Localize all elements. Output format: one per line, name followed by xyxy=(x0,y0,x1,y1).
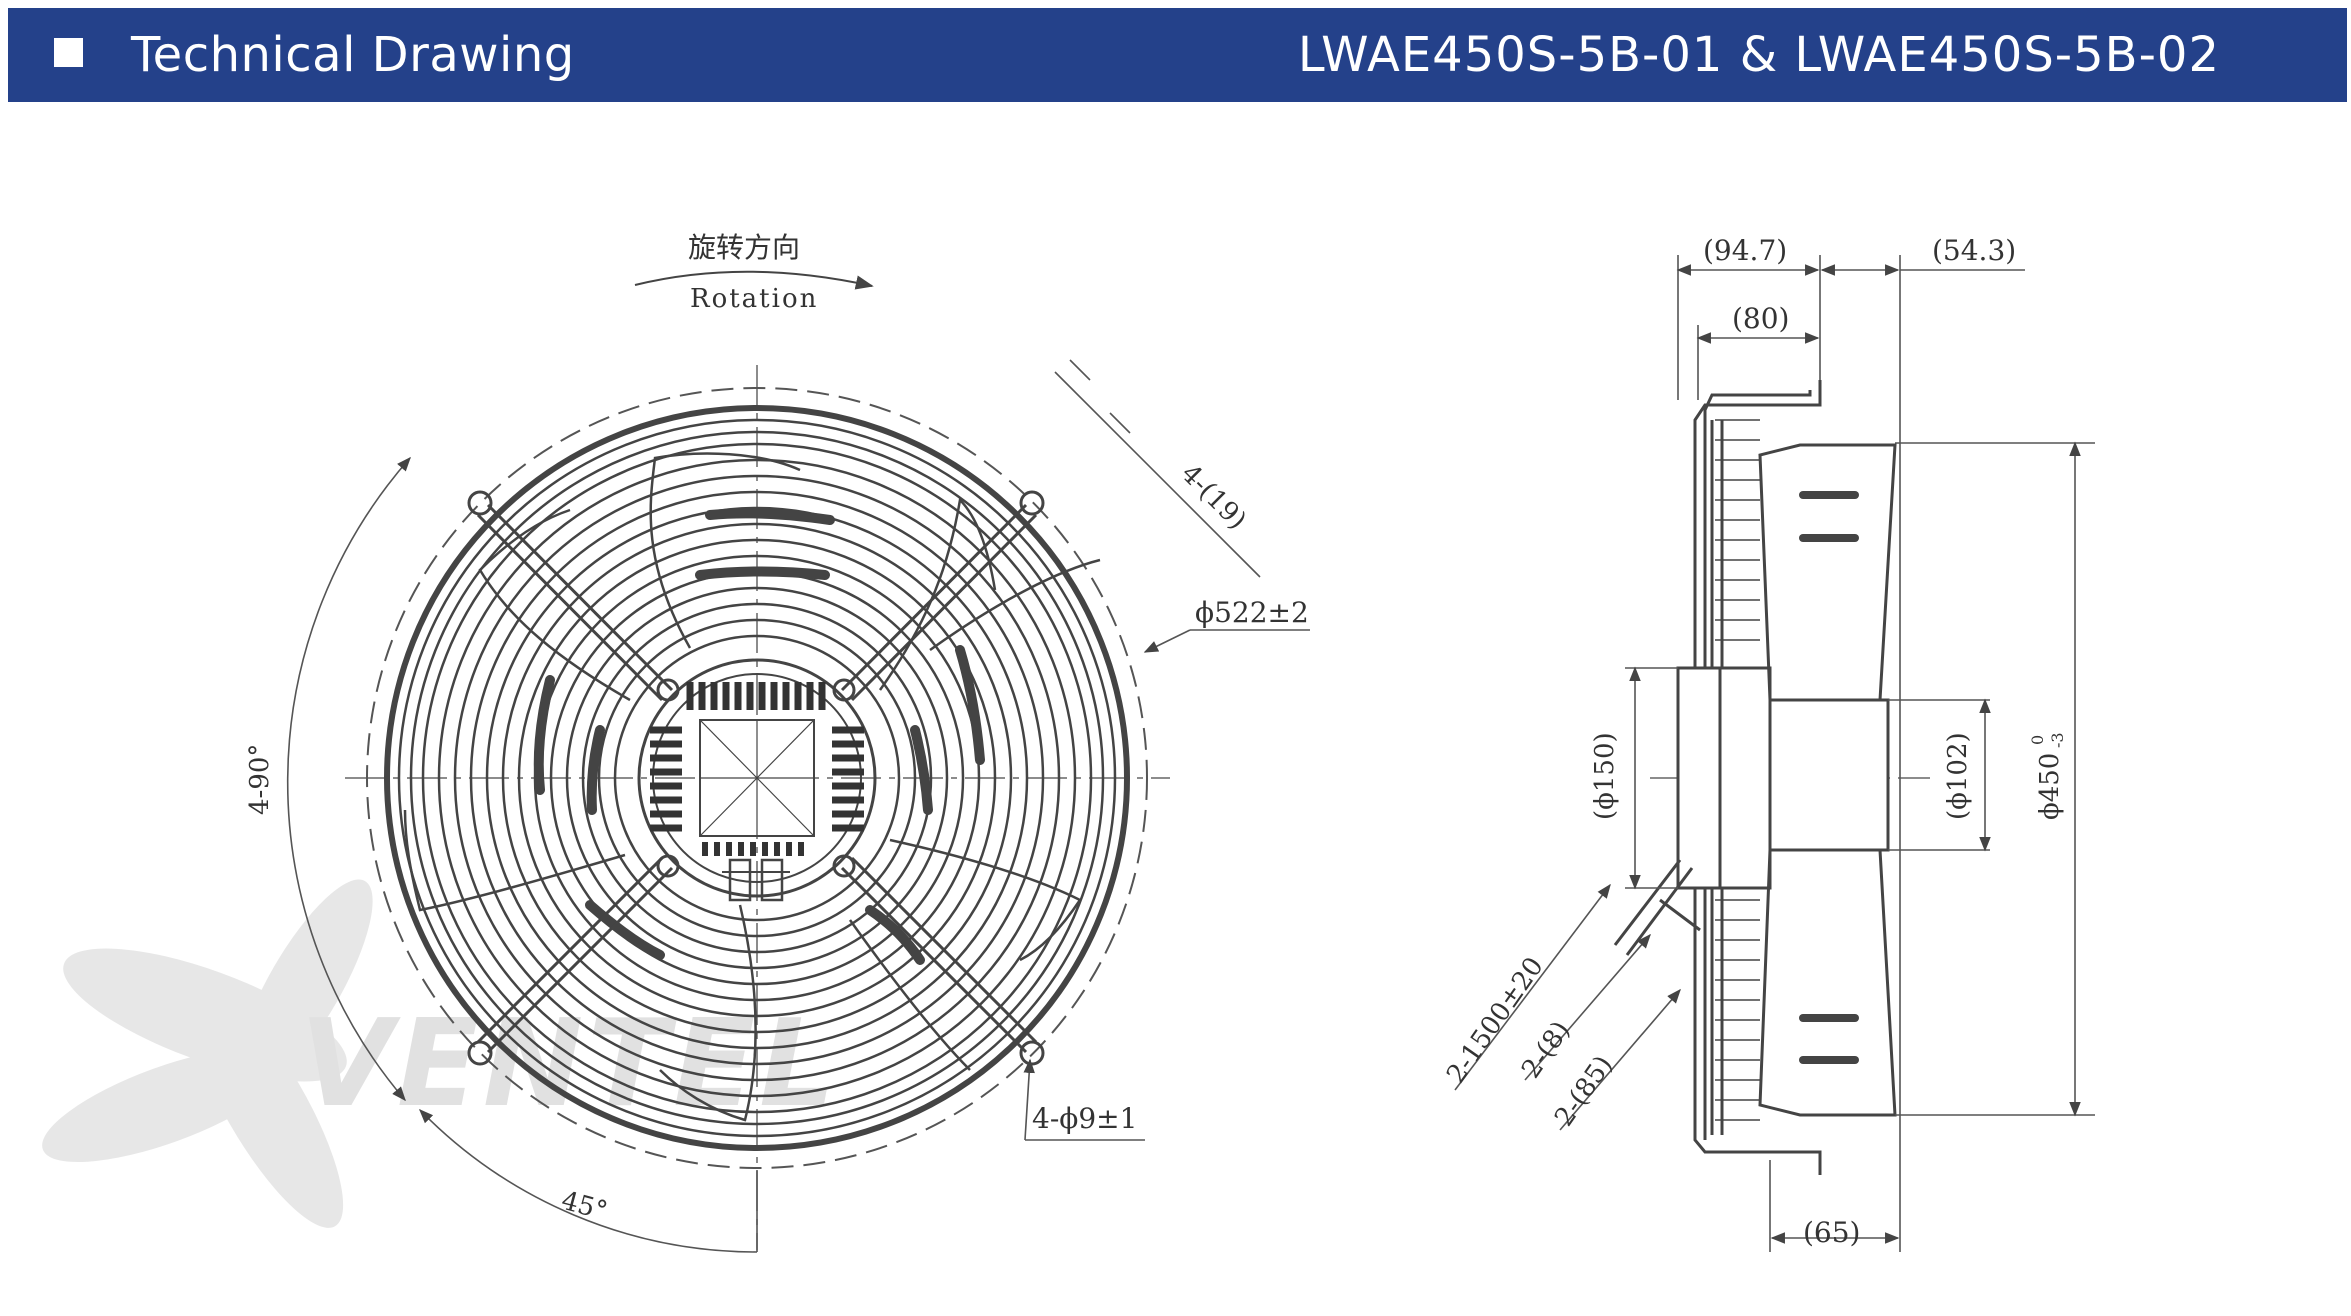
dim-mount-holes-text: 4-ϕ9±1 xyxy=(1032,1102,1137,1135)
dim-guard-diameter-text: ϕ522±2 xyxy=(1195,596,1309,629)
blade-profile xyxy=(1758,443,1897,1117)
dim-450-tol-upper: 0 xyxy=(2028,735,2047,745)
dim-85-text: 2-(85) xyxy=(1549,1050,1619,1132)
header-bullet-square xyxy=(54,38,83,67)
motor-body xyxy=(1676,666,1890,890)
header-model-number: LWAE450S-5B-01 & LWAE450S-5B-02 xyxy=(1297,27,2220,83)
header-title: Technical Drawing xyxy=(131,27,575,83)
rotation-label-cn: 旋转方向 xyxy=(688,231,800,264)
dim-65-text: (65) xyxy=(1803,1216,1860,1249)
dim-mount-holes: 4-ϕ9±1 xyxy=(1023,1058,1145,1141)
mounting-struts xyxy=(476,503,1038,1054)
cable xyxy=(1613,859,1701,956)
blade-slots xyxy=(1799,491,1859,1064)
watermark-logo: VENTEL xyxy=(42,879,836,1228)
fan-blades xyxy=(403,452,1101,1122)
dim-54-3-text: (54.3) xyxy=(1932,234,2016,267)
dim-hole-spacing-text: 4-(19) xyxy=(1175,459,1252,536)
dim-angle-90-text: 4-90° xyxy=(245,744,275,815)
dim-angle-90: 4-90° xyxy=(245,456,411,1102)
dim-8-text: 2-(8) xyxy=(1516,1016,1576,1084)
guard-slots xyxy=(533,508,985,965)
front-view: 旋转方向 Rotation xyxy=(245,231,1310,1253)
dim-guard-diameter: ϕ522±2 xyxy=(1143,596,1310,653)
rotation-arrow xyxy=(634,270,874,290)
dim-150-text: (ϕ150) xyxy=(1590,732,1620,820)
dim-hole-spacing: 4-(19) xyxy=(1054,359,1261,578)
dim-102-text: (ϕ102) xyxy=(1943,732,1973,820)
motor-hub xyxy=(637,658,877,902)
dim-450-tol-lower: -3 xyxy=(2048,732,2067,748)
dim-450-text: ϕ450 xyxy=(2035,753,2065,820)
header-bar: Technical Drawing LWAE450S-5B-01 & LWAE4… xyxy=(8,8,2347,102)
side-view: (94.7) (54.3) (80) xyxy=(1441,234,2095,1252)
rotation-label-en: Rotation xyxy=(690,284,818,314)
dim-80-text: (80) xyxy=(1732,302,1789,335)
dim-angle-45-text: 45° xyxy=(558,1186,610,1227)
dim-94-7-text: (94.7) xyxy=(1703,234,1787,267)
guard-profile-hatching xyxy=(1715,419,1760,1121)
